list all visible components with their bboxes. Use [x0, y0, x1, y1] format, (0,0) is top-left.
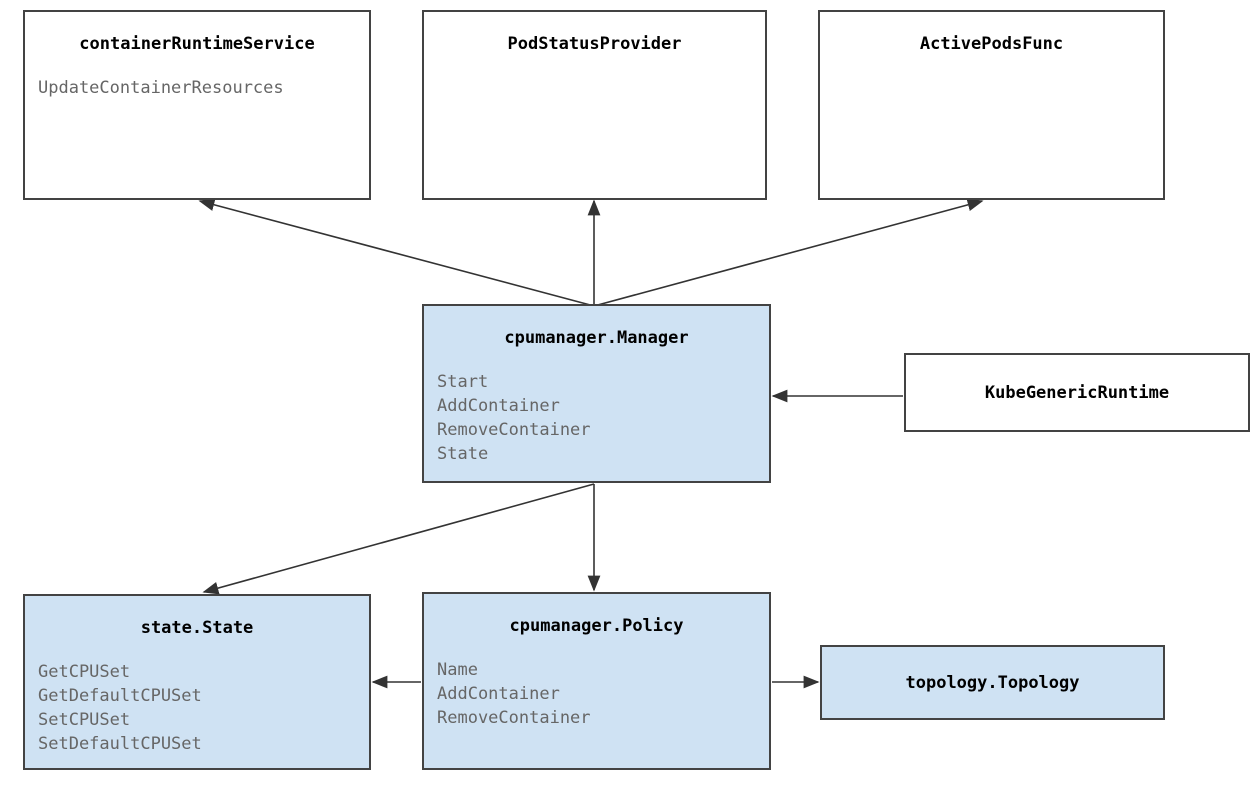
class-node-member: GetDefaultCPUSet — [38, 686, 202, 706]
class-node-title: cpumanager.Manager — [504, 328, 689, 348]
class-node-member: SetCPUSet — [38, 710, 131, 730]
class-node-title: cpumanager.Policy — [509, 616, 684, 636]
class-node-title: containerRuntimeService — [79, 34, 315, 54]
class-node-member-list: UpdateContainerResources — [25, 76, 369, 100]
class-node-member: AddContainer — [437, 396, 560, 416]
class-node-topologyTopology[interactable]: topology.Topology — [820, 645, 1165, 720]
class-node-title: KubeGenericRuntime — [984, 382, 1170, 403]
class-node-member: Start — [437, 372, 489, 392]
class-node-member: AddContainer — [437, 684, 560, 704]
class-node-kubeGenericRuntime[interactable]: KubeGenericRuntime — [904, 353, 1250, 432]
connector-manager-to-containerRuntimeService — [198, 198, 595, 307]
class-node-podStatusProvider[interactable]: PodStatusProvider — [422, 10, 767, 200]
class-node-activePodsFunc[interactable]: ActivePodsFunc — [818, 10, 1165, 200]
class-node-member: State — [437, 444, 489, 464]
connector-manager-to-activePodsFunc — [593, 198, 984, 307]
class-node-title: PodStatusProvider — [507, 34, 682, 54]
class-node-title: ActivePodsFunc — [919, 34, 1064, 54]
class-node-title: topology.Topology — [905, 672, 1080, 693]
class-node-member: UpdateContainerResources — [38, 78, 284, 98]
class-node-member: Name — [437, 660, 478, 680]
class-node-member: SetDefaultCPUSet — [38, 734, 202, 754]
connector-manager-to-stateState — [202, 483, 595, 595]
class-node-member: GetCPUSet — [38, 662, 131, 682]
class-node-title: state.State — [140, 618, 254, 638]
class-node-member: RemoveContainer — [437, 708, 591, 728]
class-node-member: RemoveContainer — [437, 420, 591, 440]
